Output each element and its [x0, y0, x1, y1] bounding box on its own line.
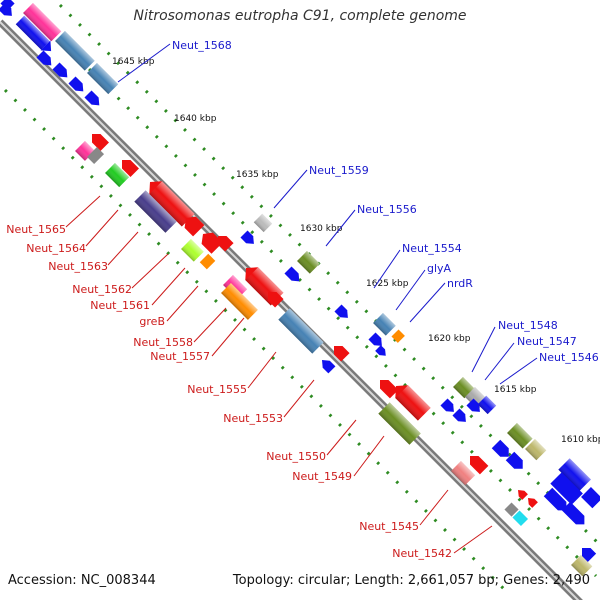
forward-leaders [117, 43, 538, 385]
tick-label-1640: 1640 kbp [174, 114, 217, 124]
map-title: Nitrosomonas eutropha C91, complete geno… [133, 8, 467, 24]
tick-line-set [3, 3, 600, 597]
label-glya: glyA [427, 262, 452, 275]
tick-line-upper [3, 88, 512, 597]
label-neut-1550: Neut_1550 [266, 450, 326, 463]
reverse-labels: Neut_1565 Neut_1564 Neut_1563 Neut_1562 … [6, 223, 452, 560]
label-neut-1553: Neut_1553 [223, 412, 283, 425]
reverse-genes [75, 134, 597, 577]
label-neut-1548: Neut_1548 [498, 319, 558, 332]
label-neut-1545: Neut_1545 [359, 520, 419, 533]
tick-line-mid [68, 48, 598, 578]
tick-label-1630: 1630 kbp [300, 224, 343, 234]
label-neut-1549: Neut_1549 [292, 470, 352, 483]
label-neut-1564: Neut_1564 [26, 242, 86, 255]
label-neut-1546: Neut_1546 [539, 351, 599, 364]
label-neut-1556: Neut_1556 [357, 203, 417, 216]
label-neut-1558: Neut_1558 [133, 336, 193, 349]
tick-label-1635: 1635 kbp [236, 170, 279, 180]
accession-text: Accession: NC_008344 [8, 573, 156, 588]
tick-label-1625: 1625 kbp [366, 279, 409, 289]
label-neut-1568: Neut_1568 [172, 39, 232, 52]
tick-label-1610: 1610 kbp [561, 435, 600, 445]
forward-genes [0, 0, 600, 525]
label-neut-1565: Neut_1565 [6, 223, 66, 236]
label-greb: greB [139, 315, 165, 328]
reverse-leaders [65, 195, 493, 554]
label-neut-1562: Neut_1562 [72, 283, 132, 296]
label-neut-1555: Neut_1555 [187, 383, 247, 396]
label-neut-1554: Neut_1554 [402, 242, 462, 255]
tick-line-lower [58, 3, 600, 547]
label-neut-1547: Neut_1547 [517, 335, 577, 348]
label-neut-1561: Neut_1561 [90, 299, 150, 312]
label-neut-1559: Neut_1559 [309, 164, 369, 177]
label-neut-1557: Neut_1557 [150, 350, 210, 363]
tick-label-1620: 1620 kbp [428, 334, 471, 344]
label-neut-1542: Neut_1542 [392, 547, 452, 560]
forward-labels: Neut_1568 Neut_1559 Neut_1556 Neut_1554 … [172, 39, 599, 364]
tick-label-1645: 1645 kbp [112, 57, 155, 67]
label-nrdr: nrdR [447, 277, 473, 290]
topology-text: Topology: circular; Length: 2,661,057 bp… [232, 573, 590, 588]
tick-labels: 1645 kbp 1640 kbp 1635 kbp 1630 kbp 1625… [112, 57, 600, 445]
label-neut-1563: Neut_1563 [48, 260, 108, 273]
tick-label-1615: 1615 kbp [494, 385, 537, 395]
